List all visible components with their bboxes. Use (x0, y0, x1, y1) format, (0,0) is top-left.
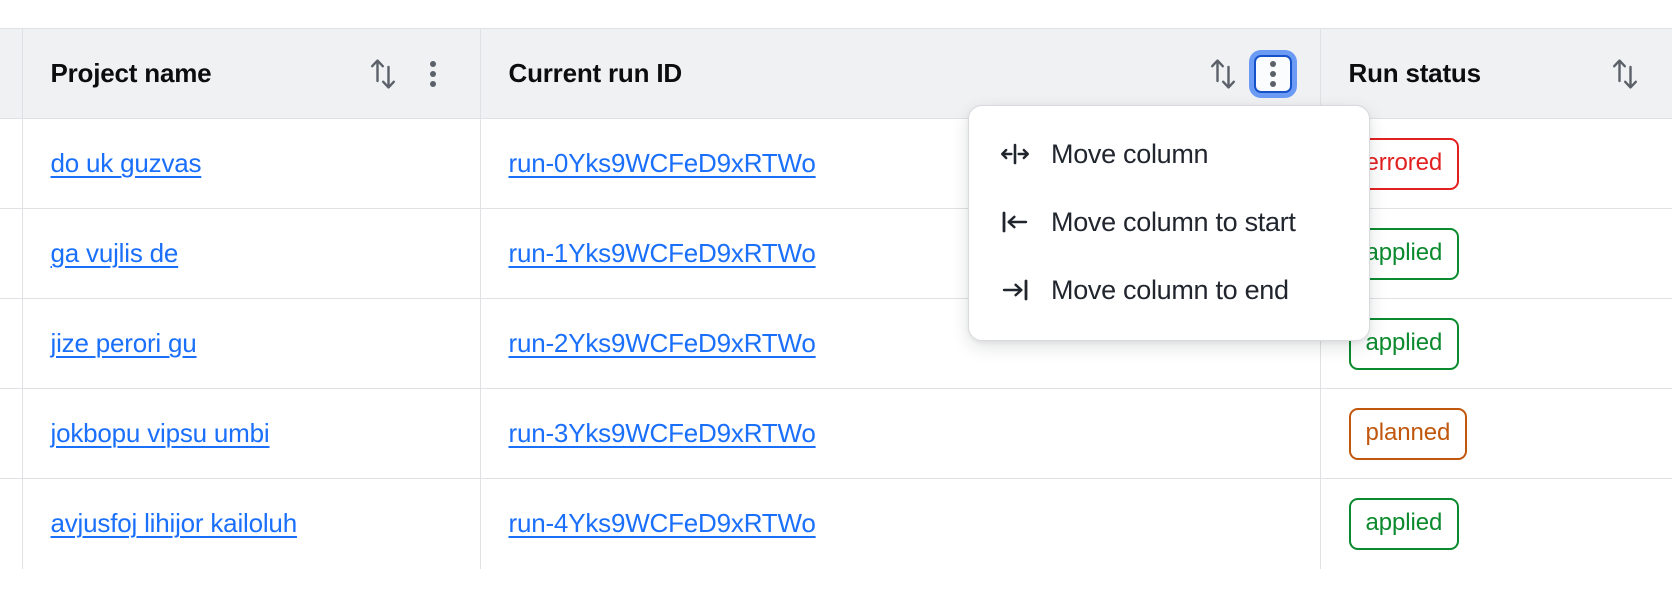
run-id-link[interactable]: run-3Yks9WCFeD9xRTWo (508, 418, 816, 448)
row-gutter-cell (0, 298, 23, 389)
cell-run-status: planned (1320, 388, 1672, 479)
row-gutter-cell (0, 388, 23, 479)
column-header-label-project-name: Project name (50, 58, 212, 88)
column-header-gutter (0, 28, 23, 119)
cell-run-status: applied (1320, 208, 1672, 299)
status-badge: applied (1348, 497, 1460, 550)
column-header-project-name: Project name (22, 28, 481, 119)
projects-table-container: Project name (0, 28, 1672, 569)
status-badge: applied (1348, 227, 1460, 280)
project-name-link[interactable]: jokbopu vipsu umbi (50, 418, 270, 448)
project-name-link[interactable]: jize perori gu (50, 328, 197, 358)
run-id-link[interactable]: run-4Yks9WCFeD9xRTWo (508, 508, 816, 539)
status-badge: planned (1348, 407, 1468, 460)
kebab-menu-icon (1269, 57, 1276, 91)
row-gutter-cell (0, 118, 23, 209)
cell-current-run-id: run-4Yks9WCFeD9xRTWo (480, 478, 1321, 569)
column-header-current-run-id: Current run ID (480, 28, 1321, 119)
column-header-label-run-status: Run status (1348, 58, 1482, 88)
menu-item-move-column-to-end[interactable]: Move column to end (969, 256, 1369, 324)
project-name-link[interactable]: do uk guzvas (50, 148, 202, 178)
cell-current-run-id: run-3Yks9WCFeD9xRTWo (480, 388, 1321, 479)
project-name-link[interactable]: avjusfoj lihijor kailoluh (50, 508, 298, 539)
cell-run-status: errored (1320, 118, 1672, 209)
column-options-menu: Move column Move column to start Mov (968, 105, 1370, 341)
cell-run-status: applied (1320, 298, 1672, 389)
status-badge: applied (1348, 317, 1460, 370)
move-column-to-start-icon (995, 210, 1035, 234)
run-id-link[interactable]: run-2Yks9WCFeD9xRTWo (508, 328, 816, 358)
run-id-link[interactable]: run-1Yks9WCFeD9xRTWo (508, 238, 816, 268)
table-row: jize perori gu run-2Yks9WCFeD9xRTWo appl… (0, 298, 1672, 389)
project-name-link[interactable]: ga vujlis de (50, 238, 179, 268)
sort-arrows-icon (370, 58, 400, 90)
move-column-icon (995, 142, 1035, 166)
column-options-button-current-run-id[interactable] (1253, 54, 1292, 93)
cell-project-name: ga vujlis de (22, 208, 481, 299)
cell-project-name: jokbopu vipsu umbi (22, 388, 481, 479)
sort-arrows-icon (1210, 58, 1240, 90)
kebab-menu-icon (429, 57, 436, 91)
sort-arrows-icon (1612, 58, 1642, 90)
row-gutter-cell (0, 478, 23, 569)
cell-run-status: applied (1320, 478, 1672, 569)
column-header-label-current-run-id: Current run ID (508, 58, 683, 88)
sort-button-current-run-id[interactable] (1208, 55, 1242, 93)
column-options-button-project-name[interactable] (414, 55, 452, 93)
table-row: jokbopu vipsu umbi run-3Yks9WCFeD9xRTWo … (0, 388, 1672, 479)
cell-project-name: do uk guzvas (22, 118, 481, 209)
column-header-run-status: Run status (1320, 28, 1672, 119)
menu-item-label: Move column (1051, 138, 1209, 169)
sort-button-run-status[interactable] (1610, 55, 1644, 93)
table-body: do uk guzvas run-0Yks9WCFeD9xRTWo errore… (0, 118, 1672, 569)
menu-item-move-column-to-start[interactable]: Move column to start (969, 188, 1369, 256)
cell-project-name: jize perori gu (22, 298, 481, 389)
table-row: avjusfoj lihijor kailoluh run-4Yks9WCFeD… (0, 478, 1672, 569)
table-row: do uk guzvas run-0Yks9WCFeD9xRTWo errore… (0, 118, 1672, 209)
projects-table: Project name (0, 28, 1672, 569)
move-column-to-end-icon (995, 278, 1035, 302)
menu-item-move-column[interactable]: Move column (969, 120, 1369, 188)
row-gutter-cell (0, 208, 23, 299)
menu-item-label: Move column to end (1051, 274, 1289, 305)
cell-project-name: avjusfoj lihijor kailoluh (22, 478, 481, 569)
sort-button-project-name[interactable] (368, 55, 402, 93)
table-row: ga vujlis de run-1Yks9WCFeD9xRTWo applie… (0, 208, 1672, 299)
run-id-link[interactable]: run-0Yks9WCFeD9xRTWo (508, 148, 816, 178)
menu-item-label: Move column to start (1051, 206, 1296, 237)
table-header: Project name (0, 28, 1672, 119)
table-header-row: Project name (0, 28, 1672, 119)
